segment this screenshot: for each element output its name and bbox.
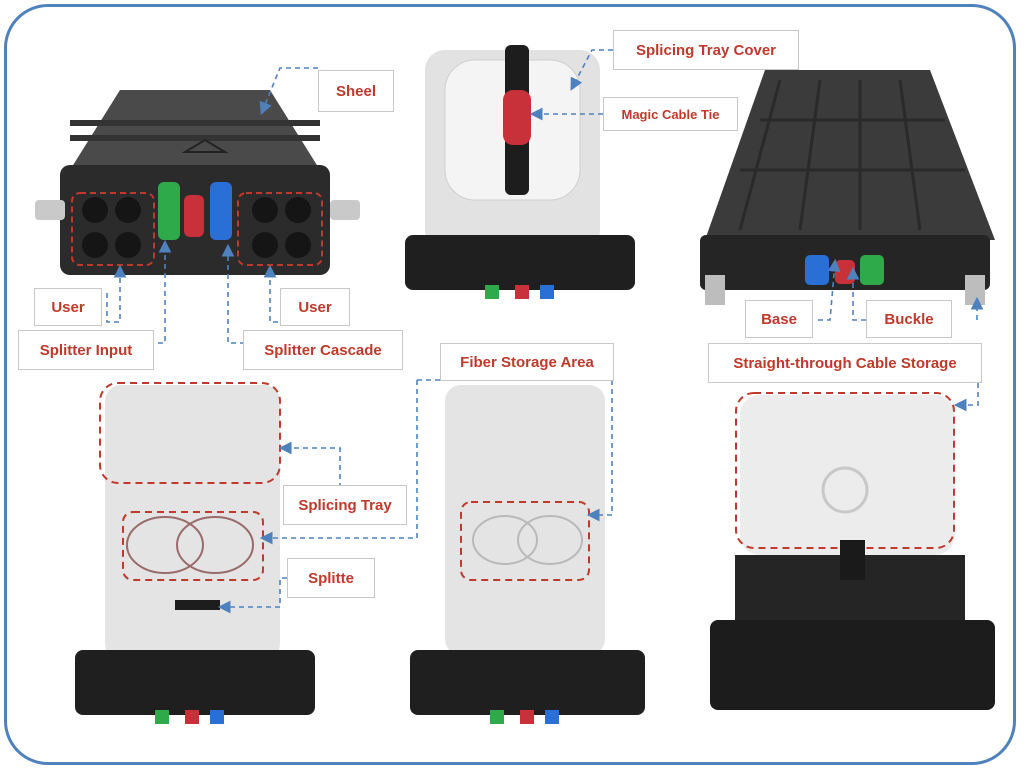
user-port-box-left xyxy=(71,192,155,266)
label-user-right: User xyxy=(280,288,350,326)
label-splitte: Splitte xyxy=(287,558,375,598)
photo-cable-storage xyxy=(710,392,995,710)
fiber-storage-highlight xyxy=(460,501,590,581)
label-magic-cable-tie: Magic Cable Tie xyxy=(603,97,738,131)
label-splicing-tray: Splicing Tray xyxy=(283,485,407,525)
magic-cable-tie-shape xyxy=(503,90,531,145)
label-splicing-tray-cover: Splicing Tray Cover xyxy=(613,30,799,70)
photo-base xyxy=(700,70,995,305)
green-adapter xyxy=(158,182,180,240)
photo-closed-enclosure xyxy=(35,90,360,275)
user-port-box-right xyxy=(237,192,323,266)
photo-tray-with-cover xyxy=(405,45,635,299)
label-sheel: Sheel xyxy=(318,70,394,112)
buckle-right xyxy=(965,275,985,305)
label-user-left: User xyxy=(34,288,102,326)
label-fiber-storage-area: Fiber Storage Area xyxy=(440,343,614,381)
splitter-highlight xyxy=(122,511,264,581)
buckle-left xyxy=(705,275,725,305)
splicing-tray-highlight xyxy=(99,382,281,484)
label-splitter-input: Splitter Input xyxy=(18,330,154,370)
photo-fiber-storage xyxy=(410,385,645,724)
outer-frame xyxy=(4,4,1016,765)
photo-splicing-tray-open xyxy=(75,382,315,724)
blue-adapter xyxy=(210,182,232,240)
label-splitter-cascade: Splitter Cascade xyxy=(243,330,403,370)
red-adapter xyxy=(184,195,204,237)
label-base: Base xyxy=(745,300,813,338)
label-straight-through-cable-storage: Straight-through Cable Storage xyxy=(708,343,982,383)
label-buckle: Buckle xyxy=(866,300,952,338)
